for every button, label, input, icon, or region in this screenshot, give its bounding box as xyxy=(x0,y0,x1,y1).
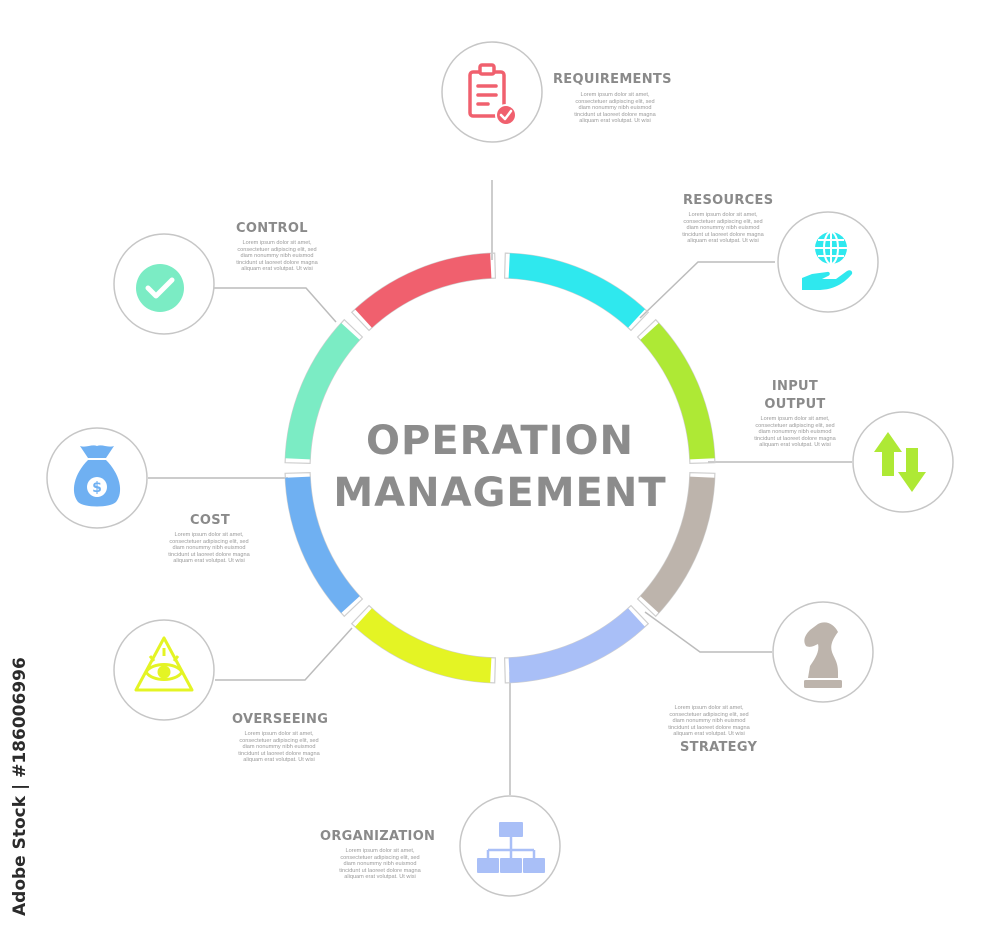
checkmark-circle-icon xyxy=(136,264,184,312)
desc-control: Lorem ipsum dolor sit amet, consectetuer… xyxy=(236,240,318,273)
ring-segment-strategy xyxy=(640,476,715,613)
circle-requirements xyxy=(441,41,543,143)
ring-segment-cost xyxy=(285,476,360,613)
label-requirements: REQUIREMENTS xyxy=(553,72,672,87)
title-line-2: MANAGEMENT xyxy=(333,470,667,516)
desc-organization: Lorem ipsum dolor sit amet, consectetuer… xyxy=(339,848,421,881)
clipboard-check-icon xyxy=(468,63,517,126)
org-chart-icon xyxy=(477,822,545,873)
desc-resources: Lorem ipsum dolor sit amet, consectetuer… xyxy=(682,212,764,245)
connector-control xyxy=(214,287,337,323)
label-overseeing: OVERSEEING xyxy=(232,712,329,727)
svg-text:$: $ xyxy=(92,480,102,496)
ring-segment-requirements xyxy=(355,253,492,328)
label-strategy: STRATEGY xyxy=(680,740,758,755)
title-line-1: OPERATION xyxy=(366,418,634,464)
label-organization: ORGANIZATION xyxy=(320,829,436,844)
ring-segment-resources xyxy=(508,253,645,328)
icon-circles xyxy=(46,41,954,897)
desc-strategy: Lorem ipsum dolor sit amet, consectetuer… xyxy=(668,705,750,738)
stock-id: Adobe Stock | #186006996 xyxy=(10,657,30,916)
desc-cost: Lorem ipsum dolor sit amet, consectetuer… xyxy=(168,532,250,565)
label-resources: RESOURCES xyxy=(683,193,774,208)
circle-input-output xyxy=(852,411,954,513)
connector-resources xyxy=(639,261,775,319)
connector-lines xyxy=(148,180,852,795)
desc-input-output: Lorem ipsum dolor sit amet, consectetuer… xyxy=(754,416,836,449)
chess-knight-icon xyxy=(804,622,842,688)
ring-segment-organization xyxy=(508,608,645,683)
eye-triangle-icon xyxy=(134,636,194,692)
connector-strategy xyxy=(644,611,772,653)
ring-segments xyxy=(284,252,716,684)
label-input-output: INPUT OUTPUT xyxy=(764,379,826,412)
globe-hand-icon xyxy=(802,231,853,290)
ring-segment-control xyxy=(285,323,360,460)
ring-segment-input-output xyxy=(640,323,715,460)
label-control: CONTROL xyxy=(236,221,308,236)
ring-segment-overseeing xyxy=(355,608,492,683)
connector-overseeing xyxy=(215,627,353,681)
label-cost: COST xyxy=(190,513,231,528)
up-down-arrows-icon xyxy=(874,432,926,492)
desc-overseeing: Lorem ipsum dolor sit amet, consectetuer… xyxy=(238,731,320,764)
money-bag-icon: $ xyxy=(73,445,121,507)
desc-requirements: Lorem ipsum dolor sit amet, consectetuer… xyxy=(574,92,656,125)
